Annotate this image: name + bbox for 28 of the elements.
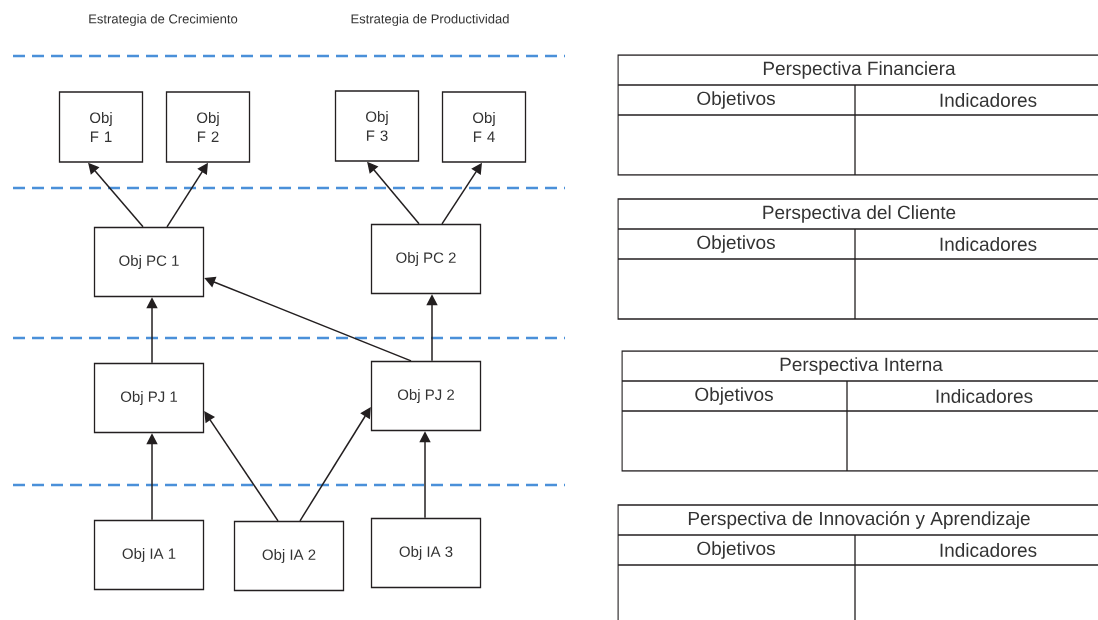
objective-box: Obj F 4 xyxy=(441,91,527,163)
column-header: Objetivos xyxy=(697,235,775,253)
table-title: Perspectiva Financiera xyxy=(763,61,956,79)
objective-box: Obj F 2 xyxy=(165,91,251,163)
arrow xyxy=(204,276,412,362)
table-title: Perspectiva Interna xyxy=(780,357,943,375)
column-header: Indicadores xyxy=(940,93,1037,107)
objective-box: Obj IA 3 xyxy=(370,517,482,589)
objective-box: Obj IA 2 xyxy=(233,520,345,592)
strategy-heading: Estrategia de Crecimiento xyxy=(89,13,238,27)
column-header: Objetivos xyxy=(697,91,775,109)
strategy-heading: Estrategia de Productividad xyxy=(351,13,509,27)
objective-box: Obj PJ 1 xyxy=(93,362,205,434)
objective-box: Obj F 1 xyxy=(58,91,144,163)
column-header: Indicadores xyxy=(940,543,1037,557)
column-header: Indicadores xyxy=(940,237,1037,251)
objective-box: Obj PC 2 xyxy=(370,223,482,295)
table-title: Perspectiva de Innovación y Aprendizaje xyxy=(688,511,1030,529)
objective-box: Obj PJ 2 xyxy=(370,360,482,432)
column-header: Objetivos xyxy=(697,541,775,559)
objective-box: Obj PC 1 xyxy=(93,226,205,298)
arrow xyxy=(299,407,371,522)
arrow xyxy=(204,411,279,522)
column-header: Indicadores xyxy=(936,389,1033,403)
objective-box: Obj F 3 xyxy=(334,90,420,162)
objective-box: Obj IA 1 xyxy=(93,519,205,591)
column-header: Objetivos xyxy=(695,387,773,405)
table-title: Perspectiva del Cliente xyxy=(763,205,956,223)
